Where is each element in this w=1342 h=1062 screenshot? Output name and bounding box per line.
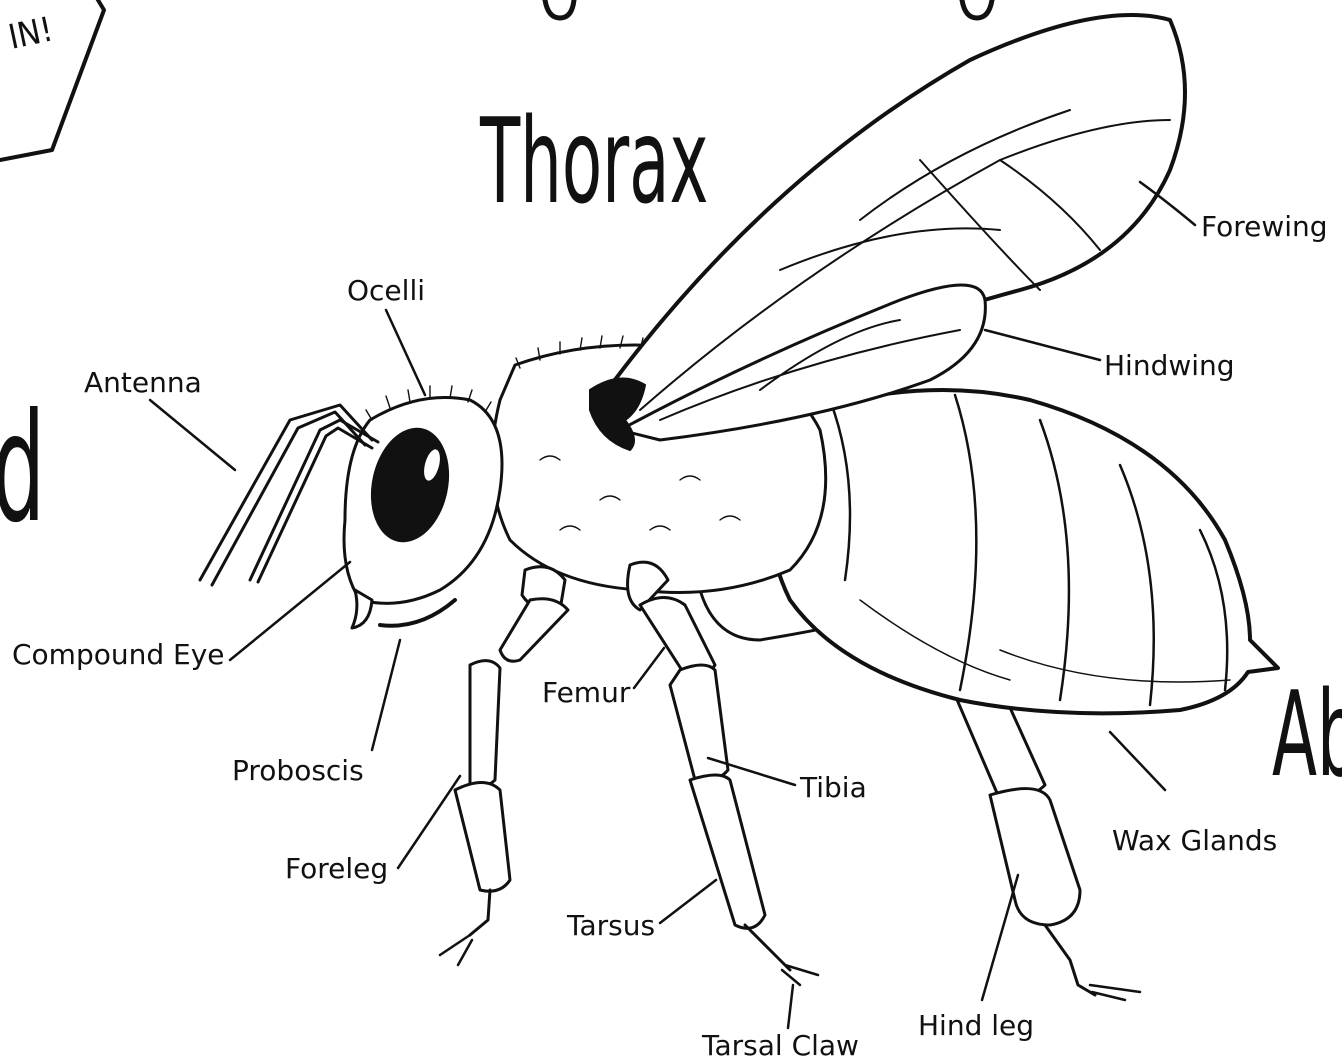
top-cropped-letters (545, 0, 992, 18)
label-tibia: Tibia (799, 771, 867, 804)
head-title-partial: d (0, 382, 45, 556)
wings-drawing (590, 15, 1185, 450)
abdomen-drawing (760, 390, 1278, 713)
label-femur: Femur (542, 676, 631, 709)
label-hind-leg: Hind leg (918, 1009, 1034, 1042)
label-tarsus: Tarsus (566, 909, 655, 942)
head-drawing (344, 386, 502, 628)
label-antenna: Antenna (84, 366, 202, 399)
label-foreleg: Foreleg (285, 852, 388, 885)
label-hindwing: Hindwing (1104, 349, 1235, 382)
foreleg-drawing (440, 567, 568, 965)
label-tarsal-claw: Tarsal Claw (701, 1029, 859, 1062)
thorax-title: Thorax (479, 94, 708, 231)
label-forewing: Forewing (1201, 210, 1328, 243)
badge-text: IN! (5, 10, 57, 58)
abdomen-title-partial: Ab (1272, 667, 1342, 804)
label-compound-eye: Compound Eye (12, 638, 225, 671)
label-proboscis: Proboscis (232, 754, 364, 787)
label-wax-glands: Wax Glands (1112, 824, 1277, 857)
hexagon-badge: IN! (0, 0, 104, 160)
label-ocelli: Ocelli (347, 274, 425, 307)
